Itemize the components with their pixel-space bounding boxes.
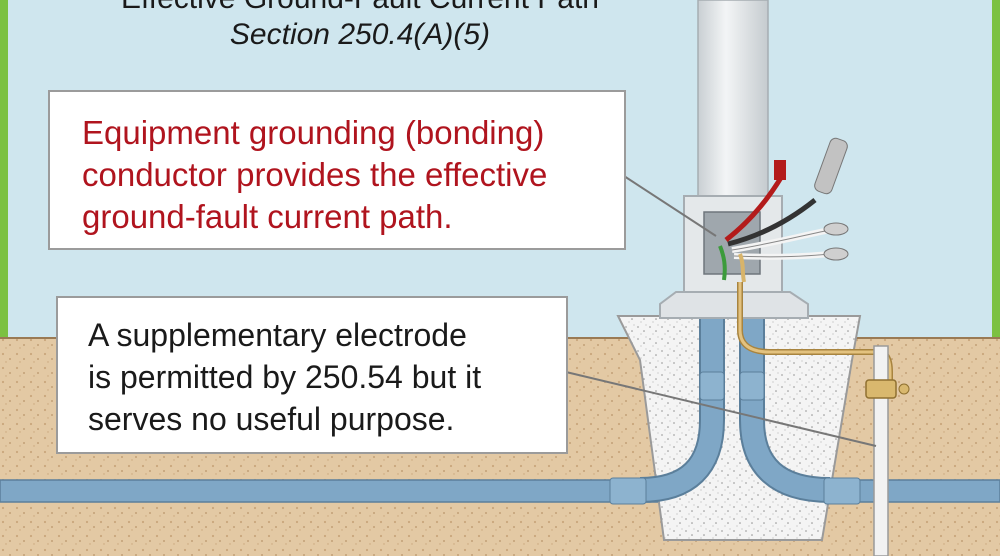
callout-egc-line: Equipment grounding (bonding) [82, 114, 545, 151]
ground-clamp-bolt-icon [898, 383, 910, 395]
egc-leader-line [623, 175, 717, 237]
wire-bundle-icon [718, 137, 849, 283]
callout-electrode-line: is permitted by 250.54 but it [88, 359, 482, 395]
right-frame-border [992, 0, 1000, 340]
callout-egc-line: ground-fault current path. [82, 198, 453, 235]
callout-supplementary-electrode: A supplementary electrode is permitted b… [56, 296, 568, 454]
callout-egc-line: conductor provides the effective [82, 156, 548, 193]
ground-rod-icon [873, 345, 889, 556]
callout-electrode-line: A supplementary electrode [88, 317, 467, 353]
callout-egc: Equipment grounding (bonding) conductor … [48, 90, 626, 250]
diagram-title: Effective Ground-Fault Current Path [0, 0, 720, 16]
electrode-leader-line [565, 371, 877, 447]
pole-base-flange [659, 291, 809, 319]
left-frame-border [0, 0, 8, 340]
callout-electrode-line: serves no useful purpose. [88, 401, 455, 437]
light-pole-icon [697, 0, 769, 211]
section-reference: Section 250.4(A)(5) [229, 18, 491, 51]
ground-clamp-icon [865, 379, 897, 399]
conduit-elbows-icon [609, 318, 861, 505]
